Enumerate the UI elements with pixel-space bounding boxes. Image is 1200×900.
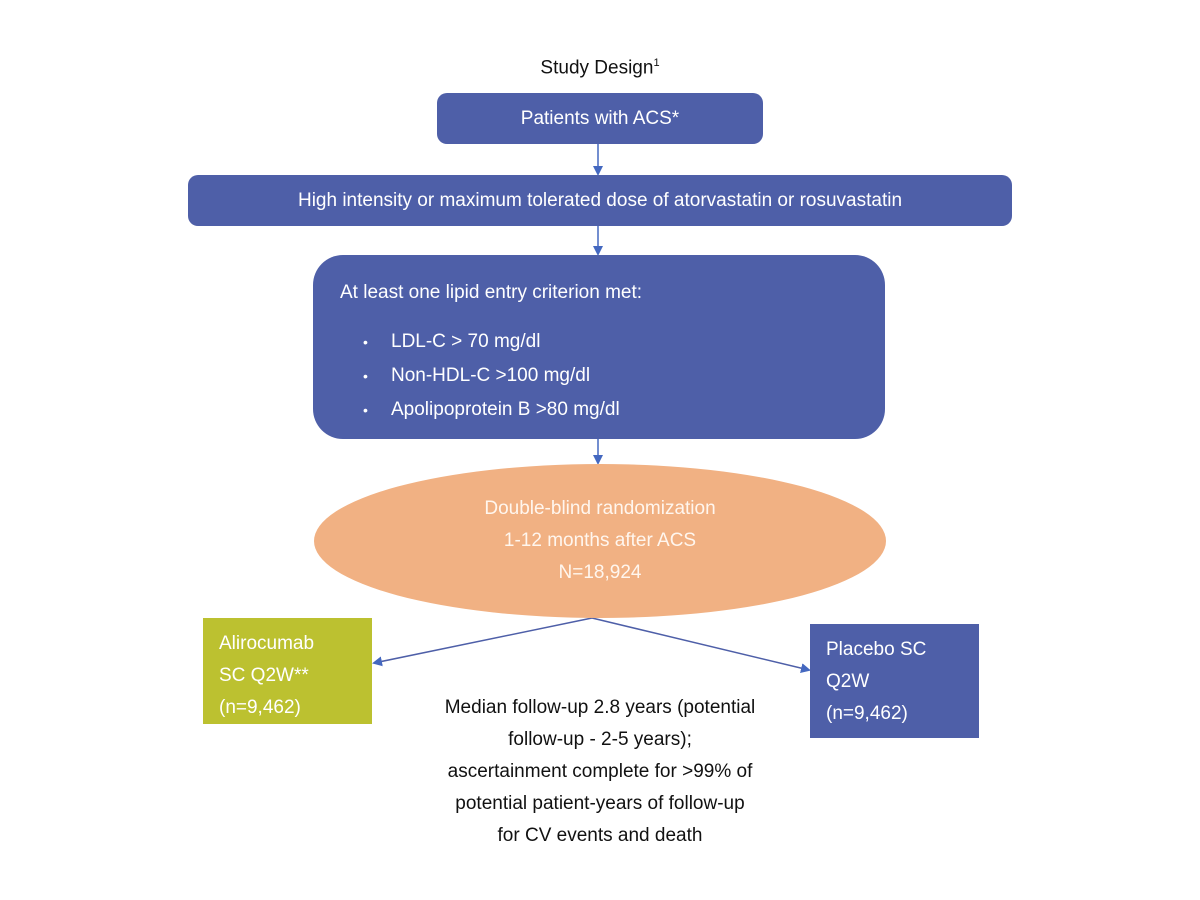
bullet-icon: • <box>363 402 368 418</box>
placebo-arm-box: Placebo SC Q2W (n=9,462) <box>810 624 979 738</box>
population-box: Patients with ACS* <box>437 93 763 144</box>
arm-dosing: Q2W <box>826 671 870 692</box>
bullet-icon: • <box>363 334 368 350</box>
randomization-ellipse: Double-blind randomization 1-12 months a… <box>314 464 886 618</box>
background-therapy-label: High intensity or maximum tolerated dose… <box>297 189 903 211</box>
alirocumab-arm-box: Alirocumab SC Q2W** (n=9,462) <box>203 618 372 724</box>
note-line: for CV events and death <box>497 825 703 846</box>
note-line: potential patient-years of follow-up <box>455 793 745 814</box>
lipid-criteria-heading: At least one lipid entry criterion met: <box>340 282 643 303</box>
list-item: •LDL-C > 70 mg/dl <box>340 325 620 359</box>
arm-count: (n=9,462) <box>826 703 908 724</box>
note-line: follow-up - 2-5 years); <box>508 729 692 750</box>
randomization-line: 1-12 months after ACS <box>503 530 697 551</box>
arm-count: (n=9,462) <box>219 697 301 718</box>
note-line: ascertainment complete for >99% of <box>447 761 753 782</box>
note-line: Median follow-up 2.8 years (potential <box>444 697 756 718</box>
randomization-line: Double-blind randomization <box>484 498 716 519</box>
arm-label: Placebo SC <box>826 639 927 660</box>
diagram-title: Study Design1 <box>540 57 660 79</box>
randomization-count: N=18,924 <box>558 562 642 583</box>
list-item: •Apolipoprotein B >80 mg/dl <box>340 393 620 427</box>
lipid-criteria-box: At least one lipid entry criterion met: … <box>313 255 885 439</box>
arm-dosing: SC Q2W** <box>219 665 309 686</box>
arrow-to-placebo <box>591 617 811 673</box>
background-therapy-box: High intensity or maximum tolerated dose… <box>188 175 1012 226</box>
population-label: Patients with ACS* <box>520 107 680 129</box>
bullet-icon: • <box>363 368 368 384</box>
list-item: •Non-HDL-C >100 mg/dl <box>340 359 620 393</box>
arrow-to-alirocumab <box>372 617 593 667</box>
lipid-criteria-list: •LDL-C > 70 mg/dl •Non-HDL-C >100 mg/dl … <box>340 325 620 427</box>
follow-up-note: Median follow-up 2.8 years (potential fo… <box>395 692 805 852</box>
arm-label: Alirocumab <box>219 633 315 654</box>
footnote-marker: 1 <box>653 57 660 69</box>
